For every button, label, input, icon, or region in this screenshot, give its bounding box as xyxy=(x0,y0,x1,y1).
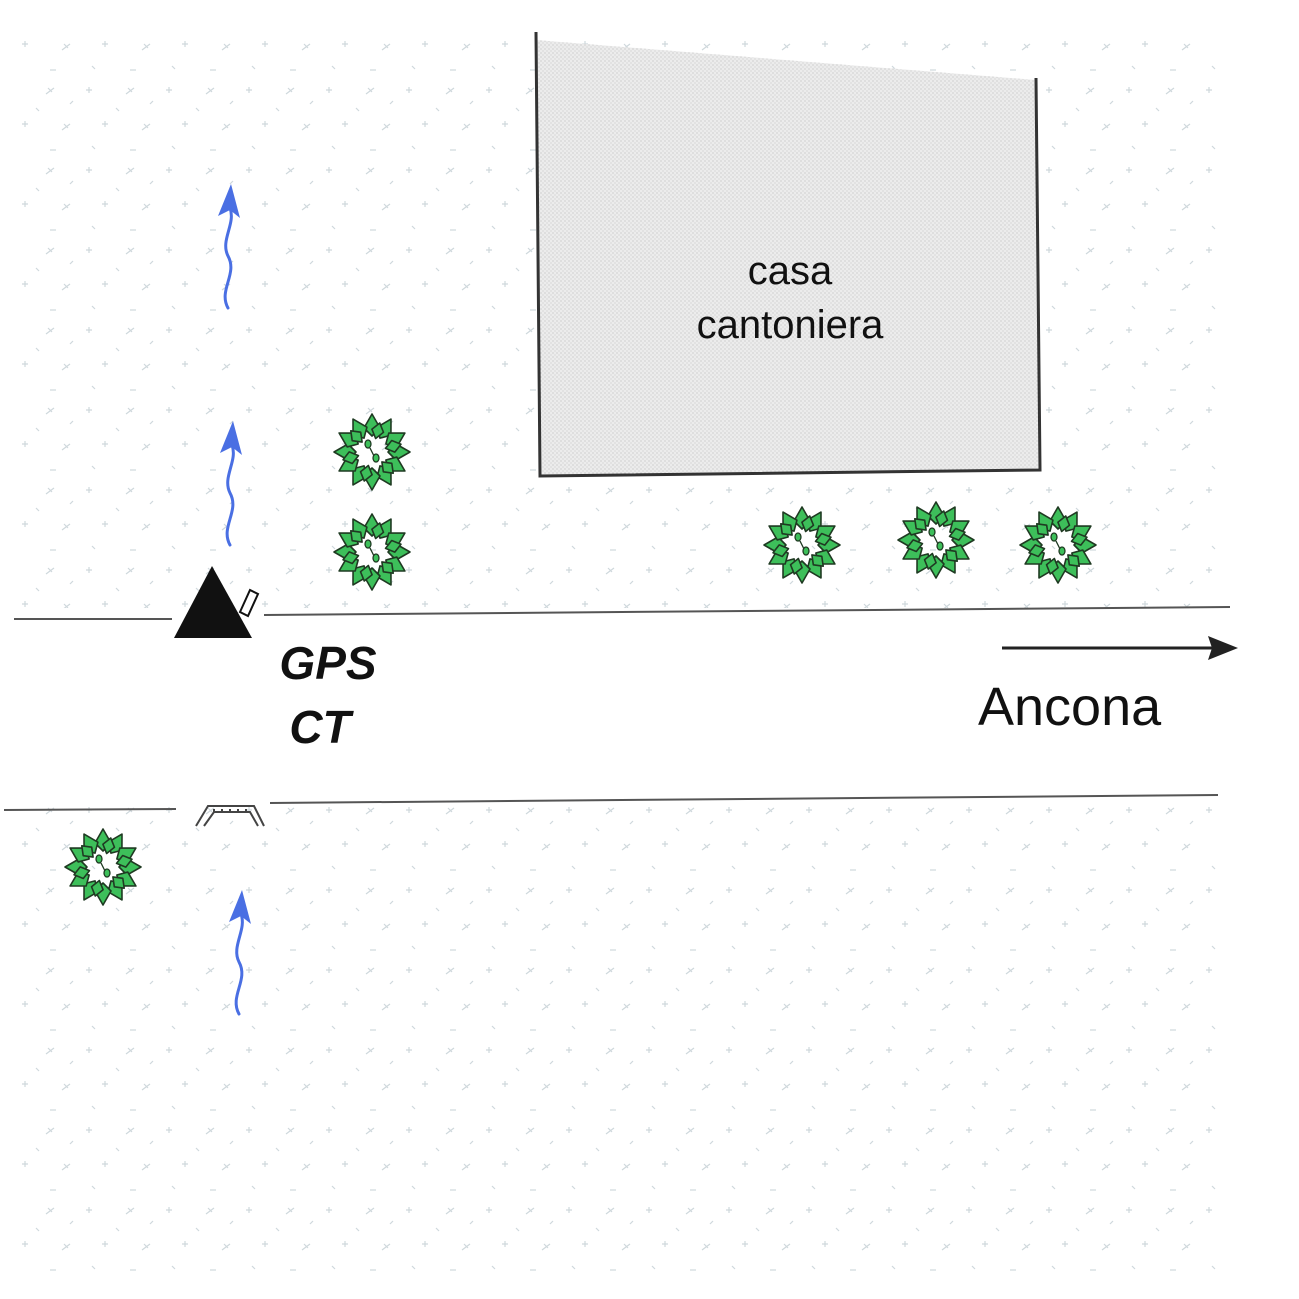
road-surface xyxy=(0,612,1299,804)
road-edge-north-right xyxy=(263,606,1231,616)
culvert-icon xyxy=(195,805,265,827)
road-edge-south-right xyxy=(269,794,1219,804)
direction-label: Ancona xyxy=(978,677,1162,737)
station-label-line2: CT xyxy=(289,701,351,753)
road-edge-south-left xyxy=(3,808,177,811)
building-label-line1: casa xyxy=(747,249,833,293)
building-casa-cantoniera xyxy=(534,31,1042,478)
gps-station-triangle-icon xyxy=(174,566,260,638)
station-label-line1: GPS xyxy=(279,637,377,689)
direction-arrow-icon xyxy=(1002,636,1238,660)
building-label-line2: cantoniera xyxy=(696,303,884,347)
field-south xyxy=(20,806,1220,1282)
